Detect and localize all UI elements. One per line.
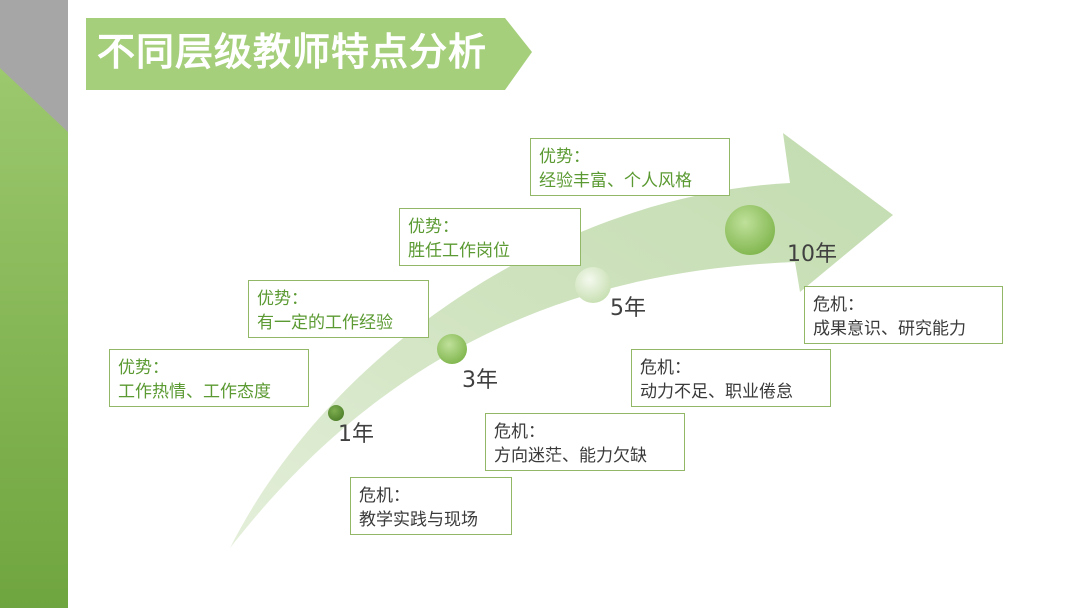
advantage-heading: 优势： <box>257 289 308 309</box>
year-dot-10 <box>725 205 775 255</box>
advantage-box-3: 优势： 有一定的工作经验 <box>248 280 429 338</box>
crisis-box-1: 危机： 教学实践与现场 <box>350 477 512 535</box>
year-label-1: 1年 <box>338 422 374 447</box>
advantage-text: 有一定的工作经验 <box>257 313 393 333</box>
year-dot-3 <box>437 334 467 364</box>
year-label-3: 3年 <box>462 368 498 393</box>
crisis-box-3: 危机： 方向迷茫、能力欠缺 <box>485 413 685 471</box>
crisis-heading: 危机： <box>359 486 410 506</box>
crisis-text: 教学实践与现场 <box>359 510 478 530</box>
crisis-heading: 危机： <box>640 358 691 378</box>
crisis-text: 动力不足、职业倦怠 <box>640 382 793 402</box>
year-label-5: 5年 <box>610 296 646 321</box>
year-dot-5 <box>575 267 611 303</box>
crisis-text: 方向迷茫、能力欠缺 <box>494 446 647 466</box>
advantage-heading: 优势： <box>539 147 590 167</box>
year-dot-1 <box>328 405 344 421</box>
advantage-text: 工作热情、工作态度 <box>118 382 271 402</box>
advantage-text: 胜任工作岗位 <box>408 241 510 261</box>
advantage-text: 经验丰富、个人风格 <box>539 171 692 191</box>
crisis-heading: 危机： <box>813 295 864 315</box>
crisis-box-10: 危机： 成果意识、研究能力 <box>804 286 1003 344</box>
crisis-box-5: 危机： 动力不足、职业倦怠 <box>631 349 831 407</box>
page-title: 不同层级教师特点分析 <box>97 30 488 74</box>
advantage-box-5: 优势： 胜任工作岗位 <box>399 208 581 266</box>
title-banner <box>86 18 532 90</box>
advantage-box-1: 优势： 工作热情、工作态度 <box>109 349 309 407</box>
sidebar-green-strip <box>0 68 68 608</box>
crisis-text: 成果意识、研究能力 <box>813 319 966 339</box>
advantage-box-10: 优势： 经验丰富、个人风格 <box>530 138 730 196</box>
advantage-heading: 优势： <box>408 217 459 237</box>
crisis-heading: 危机： <box>494 422 545 442</box>
year-label-10: 10年 <box>787 242 837 267</box>
advantage-heading: 优势： <box>118 358 169 378</box>
